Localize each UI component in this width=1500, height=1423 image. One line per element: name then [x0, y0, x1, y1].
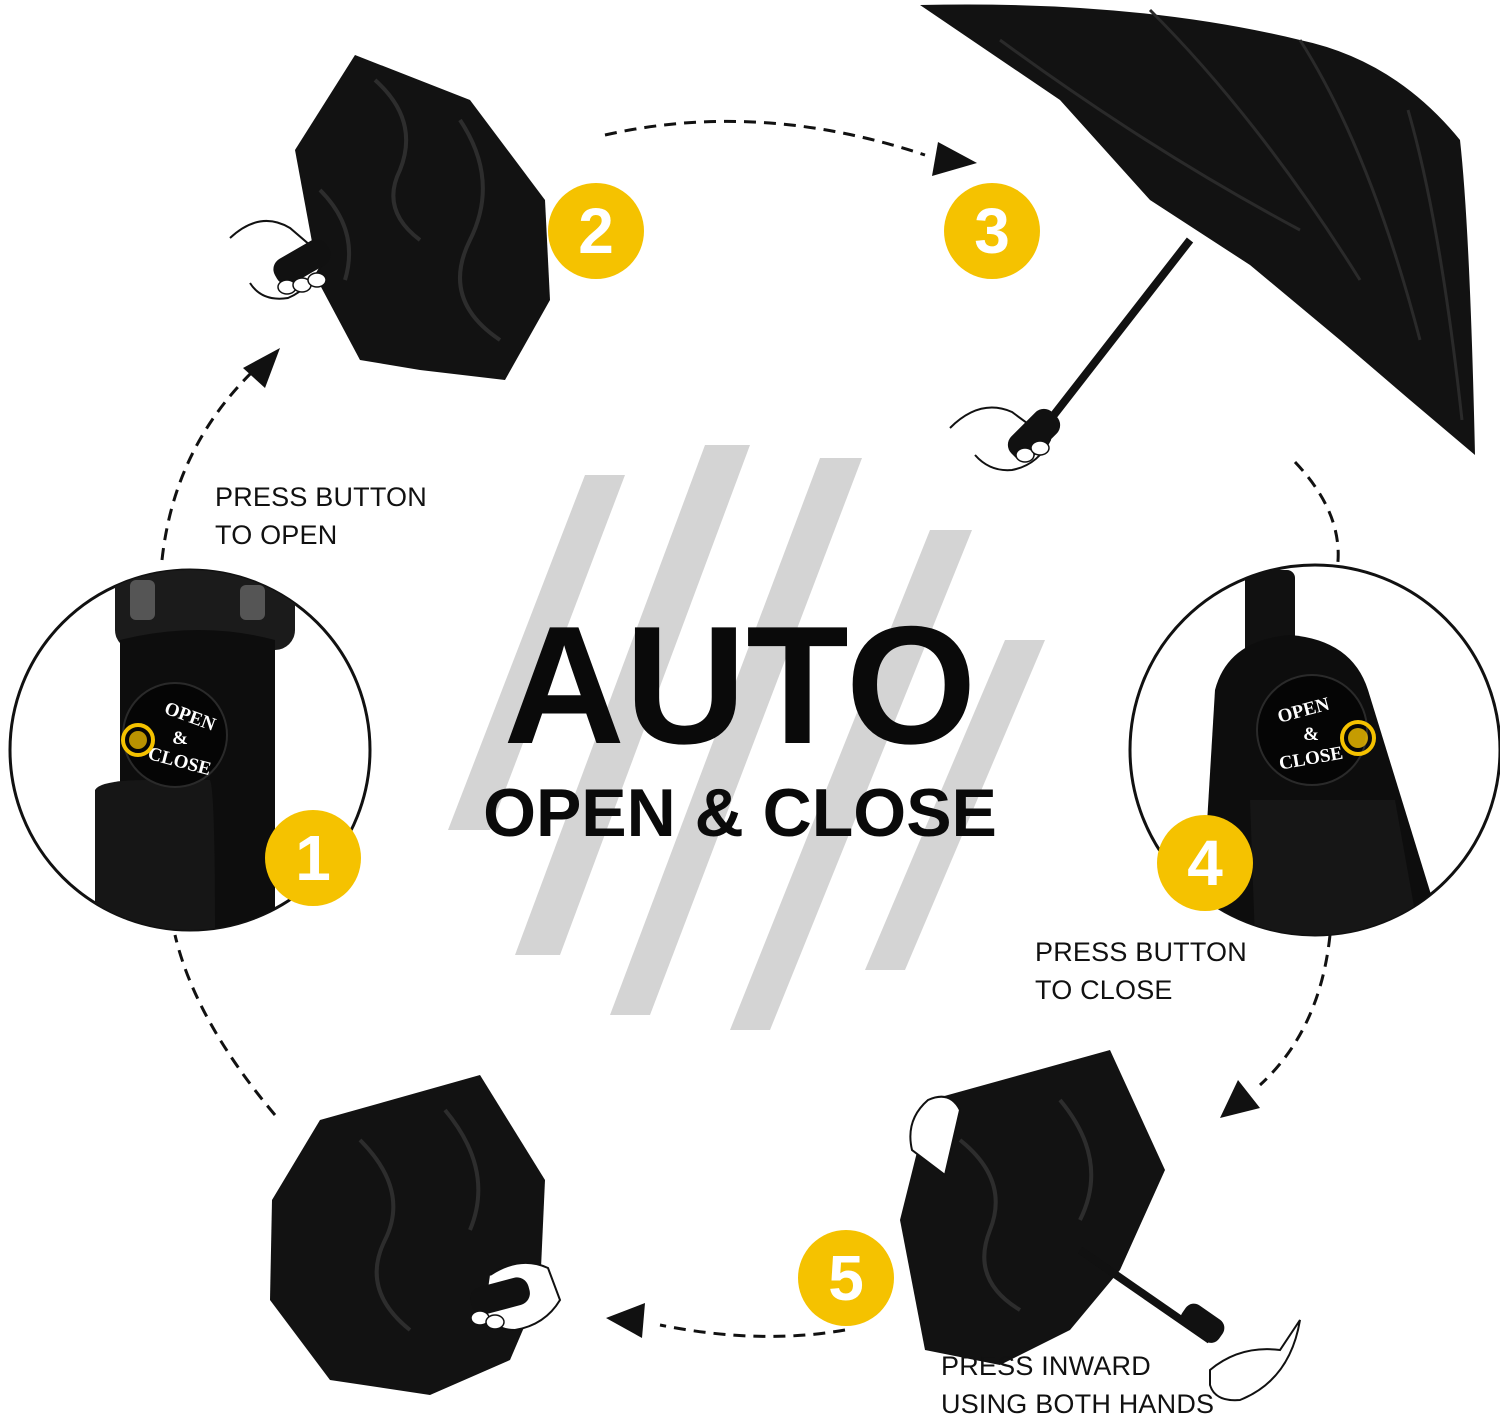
- arrowhead-1-to-2: [243, 348, 280, 388]
- step-badge-3: 3: [944, 183, 1040, 279]
- button-label-and-4: &: [1303, 724, 1319, 745]
- caption-step-4: PRESS BUTTON TO CLOSE: [1035, 937, 1247, 1005]
- step-2-folded-umbrella: [229, 55, 550, 380]
- button-label-and: &: [172, 728, 188, 749]
- arrowheads: [243, 142, 1260, 1338]
- step-badge-4: 4: [1157, 815, 1253, 911]
- arrow-2-to-3: [604, 119, 926, 157]
- headline-main: AUTO: [503, 591, 977, 779]
- caption-step-5: PRESS INWARD USING BOTH HANDS: [941, 1351, 1215, 1419]
- step-1-handle-closeup: OPEN & CLOSE: [8, 568, 372, 932]
- arrowhead-2-to-3: [932, 142, 977, 176]
- step-6-closed-umbrella: [270, 1075, 562, 1395]
- step-badge-2: 2: [548, 183, 644, 279]
- arrowhead-4-to-5: [1220, 1080, 1260, 1118]
- arrow-3-to-4: [1293, 460, 1340, 581]
- caption-step-1: PRESS BUTTON TO OPEN: [215, 482, 427, 550]
- step-3-open-umbrella: [920, 4, 1475, 472]
- step-5-closing-umbrella: [900, 1050, 1301, 1402]
- arrowhead-5-to-6: [606, 1303, 645, 1338]
- arrow-4-to-5: [1258, 934, 1332, 1087]
- headline-sub: OPEN & CLOSE: [483, 775, 997, 851]
- step-badge-5: 5: [798, 1230, 894, 1326]
- background-stripes: [448, 445, 1045, 1030]
- arrow-1-to-2: [160, 358, 266, 561]
- step-badge-1: 1: [265, 810, 361, 906]
- arrow-5-to-6: [659, 1323, 846, 1338]
- flow-arrows: [160, 119, 1340, 1338]
- arrow-6-to-1: [173, 934, 277, 1116]
